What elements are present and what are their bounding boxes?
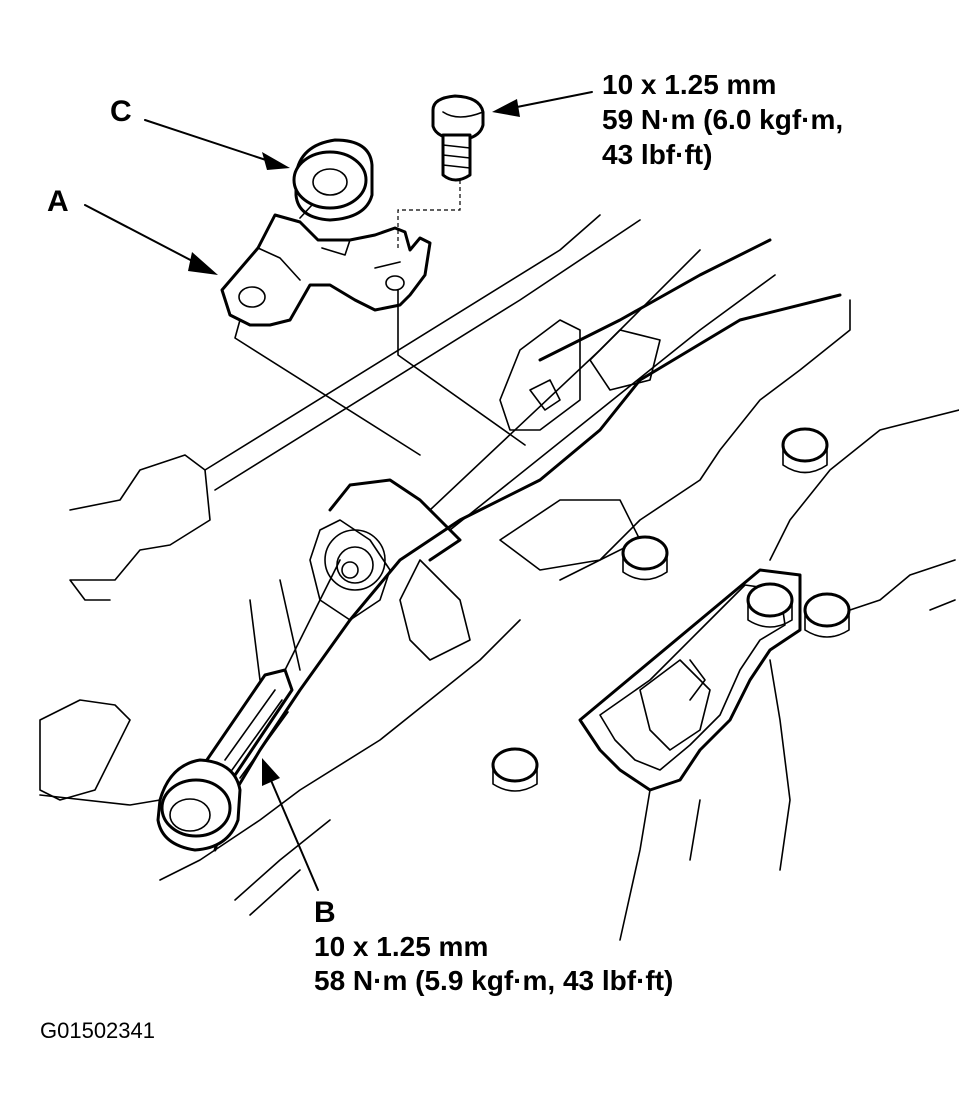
housing-boss (803, 592, 851, 638)
bolt-b-size: 10 x 1.25 mm (314, 931, 489, 962)
label-c: C (110, 95, 132, 128)
top-bolt-size: 10 x 1.25 mm (602, 69, 777, 100)
leader-arrows (84, 91, 593, 891)
housing-boss (781, 427, 829, 474)
top-bolt-torque-line1: 59 N·m (6.0 kgf·m, (602, 104, 844, 135)
figure-id: G01502341 (40, 1018, 155, 1043)
assembly-guide-lines (234, 180, 526, 671)
label-b: B (314, 896, 336, 929)
housing-boss (621, 535, 669, 581)
bolt-b-torque: 58 N·m (5.9 kgf·m, 43 lbf·ft) (314, 965, 674, 996)
housing-boss (746, 582, 794, 628)
top-bolt (431, 94, 485, 182)
bolt-b (156, 668, 294, 852)
bushing-part-c (292, 138, 374, 222)
label-a: A (47, 185, 69, 218)
top-bolt-torque-line2: 43 lbf·ft) (602, 139, 713, 170)
housing-boss (491, 747, 539, 792)
transmission-housing (39, 214, 959, 941)
bracket-part-a (220, 213, 432, 327)
